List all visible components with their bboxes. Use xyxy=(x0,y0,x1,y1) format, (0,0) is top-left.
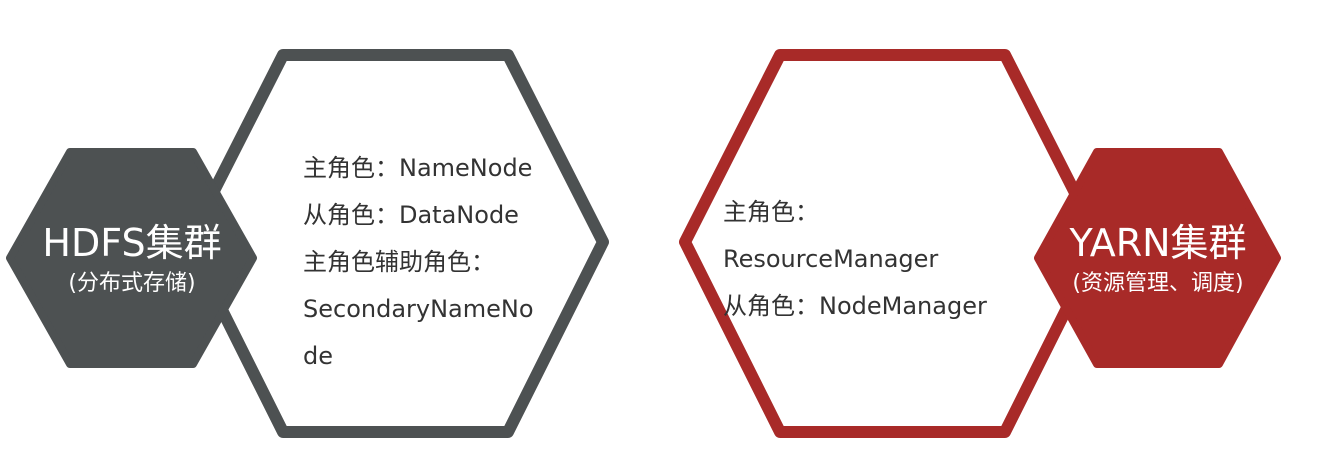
yarn-role-line: 从角色：NodeManager xyxy=(723,292,987,320)
yarn-role-line: ResourceManager xyxy=(723,245,939,273)
hdfs-role-line: SecondaryNameNo xyxy=(303,295,534,323)
hdfs-role-line: de xyxy=(303,342,333,370)
hdfs-title: HDFS集群 xyxy=(42,221,221,265)
hdfs-role-line: 主角色辅助角色： xyxy=(303,248,495,276)
yarn-title: YARN集群 xyxy=(1068,221,1246,265)
yarn-subtitle: (资源管理、调度) xyxy=(1072,271,1243,296)
hdfs-badge-hexagon xyxy=(6,148,257,368)
hdfs-roles-text: 主角色：NameNode 从角色：DataNode 主角色辅助角色： Secon… xyxy=(303,145,573,380)
yarn-outline-hexagon xyxy=(679,49,1106,438)
yarn-badge-hexagon xyxy=(1034,148,1281,368)
yarn-role-line: 主角色： xyxy=(723,198,819,226)
hdfs-role-line: 主角色：NameNode xyxy=(303,154,533,182)
hdfs-role-line: 从角色：DataNode xyxy=(303,201,519,229)
hdfs-subtitle: (分布式存储) xyxy=(68,271,195,296)
yarn-roles-text: 主角色： ResourceManager 从角色：NodeManager xyxy=(723,189,1023,330)
